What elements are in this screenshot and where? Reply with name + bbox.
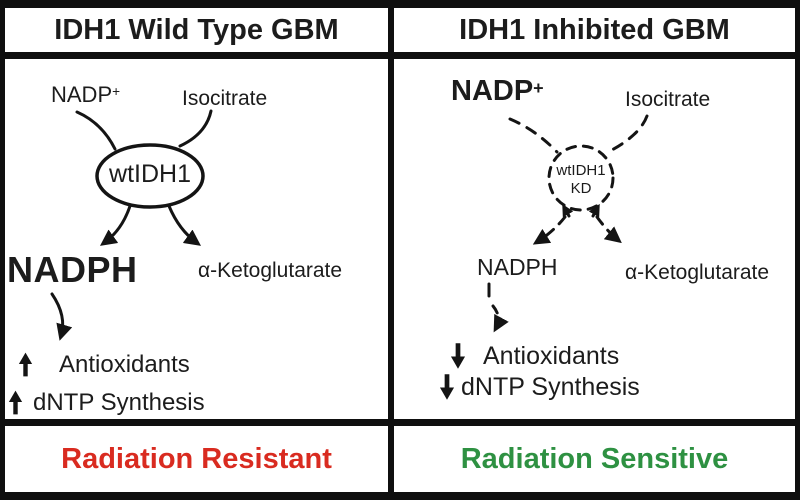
nadp-to-enzyme-dashed-line [508,117,559,154]
enzyme-to-ketoglutarate-arrow [167,204,202,246]
panel-title-wildtype-text: IDH1 Wild Type GBM [54,13,339,46]
nadp-text: NADP [51,82,113,107]
outcome-radiation-sensitive: Radiation Sensitive [394,426,795,492]
small-inward-arrow-right [588,203,600,218]
enzyme-to-nadph-dashed-arrow [532,215,567,245]
outcome-text: Radiation Sensitive [460,442,729,475]
effect-dntp-synthesis: dNTP Synthesis [439,373,640,401]
enzyme-line1: wtIDH1 [556,162,606,179]
isocitrate-to-enzyme-dashed-line [608,114,649,153]
up-arrow-icon [8,389,23,416]
enzyme-to-ketoglutarate-dashed-arrow [595,215,622,244]
enzyme-knockdown-label: wtIDH1 KD [541,162,621,199]
enzyme-line2: KD [570,180,592,198]
effect-label: Antioxidants [59,351,190,378]
nadp-plus-superscript: + [533,78,544,98]
wildtype-pathway-panel: NADP+ Isocitrate wtIDH1 NADPH α-Ketoglut… [5,59,388,419]
nadph-to-effects-arrow [50,292,73,341]
effect-label: dNTP Synthesis [33,389,205,416]
effect-antioxidants: Antioxidants [450,342,619,370]
panel-title-inhibited-text: IDH1 Inhibited GBM [459,13,730,46]
enzyme-knockdown-dashed-circle [547,144,615,212]
outcome-radiation-resistant: Radiation Resistant [5,426,388,492]
isocitrate-label: Isocitrate [625,88,711,111]
nadph-label: NADPH [7,249,138,290]
effect-label: Antioxidants [483,342,620,370]
nadp-to-enzyme-line [75,110,117,151]
nadph-label: NADPH [477,254,558,280]
small-inward-arrow-left [562,203,574,218]
wildtype-pathway-diagram [50,109,213,341]
figure-grid: IDH1 Wild Type GBM IDH1 Inhibited GBM [5,8,795,492]
enzyme-label: wtIDH1 [109,160,191,188]
isocitrate-label: Isocitrate [182,87,268,110]
isocitrate-to-enzyme-line [178,109,213,148]
ketoglutarate-label: α-Ketoglutarate [198,259,343,282]
ketoglutarate-label: α-Ketoglutarate [625,261,770,284]
enzyme-to-nadph-arrow [99,204,132,246]
outcome-text: Radiation Resistant [61,442,332,475]
up-arrow-icon [18,351,33,378]
panel-title-wildtype: IDH1 Wild Type GBM [5,8,388,52]
nadp-label: NADP+ [451,76,544,106]
nadp-plus-superscript: + [112,84,121,99]
effect-dntp-synthesis: dNTP Synthesis [8,389,205,416]
effect-antioxidants: Antioxidants [18,351,190,378]
inhibited-pathway-panel: NADP+ Isocitrate wtIDH1 KD NADPH α-Ketog… [394,59,795,419]
nadph-to-effects-dashed-arrow [491,304,509,333]
nadp-label: NADP+ [51,83,120,106]
nadp-text: NADP [451,75,534,107]
panel-title-inhibited: IDH1 Inhibited GBM [394,8,795,52]
effect-label: dNTP Synthesis [461,373,640,401]
inhibited-pathway-diagram [487,114,649,333]
down-arrow-icon [439,373,455,401]
down-arrow-icon [450,342,466,370]
enzyme-ellipse [95,143,205,209]
